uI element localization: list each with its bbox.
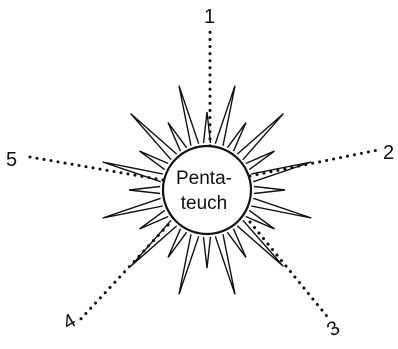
sun-ray [103,198,163,218]
center-label-line2: teuch [164,191,244,216]
leader-line-5 [30,157,163,180]
label-5: 5 [6,150,17,170]
sun-ray [103,162,163,182]
sun-ray [237,220,283,266]
label-2: 2 [383,143,394,163]
sun-ray [251,198,311,218]
leader-line-3 [250,222,330,320]
center-label: Penta- teuch [164,166,244,216]
sun-ray [251,162,311,182]
sun-ray [168,123,187,152]
sun-ray [215,86,235,146]
sun-ray [179,86,199,146]
sun-ray [254,187,285,194]
label-1: 1 [204,7,215,27]
sun-ray [168,229,187,258]
sun-ray [227,123,246,152]
sun-ray [246,151,275,170]
sun-ray [131,220,177,266]
sun-ray [227,229,246,258]
sun-ray [131,114,177,160]
sun-ray [204,237,211,268]
sun-ray [237,114,283,160]
sun-ray [215,234,235,294]
sun-ray [246,210,275,229]
sun-ray [179,234,199,294]
sun-ray [129,187,160,194]
leader-line-4 [78,225,168,322]
center-label-line1: Penta- [164,166,244,191]
